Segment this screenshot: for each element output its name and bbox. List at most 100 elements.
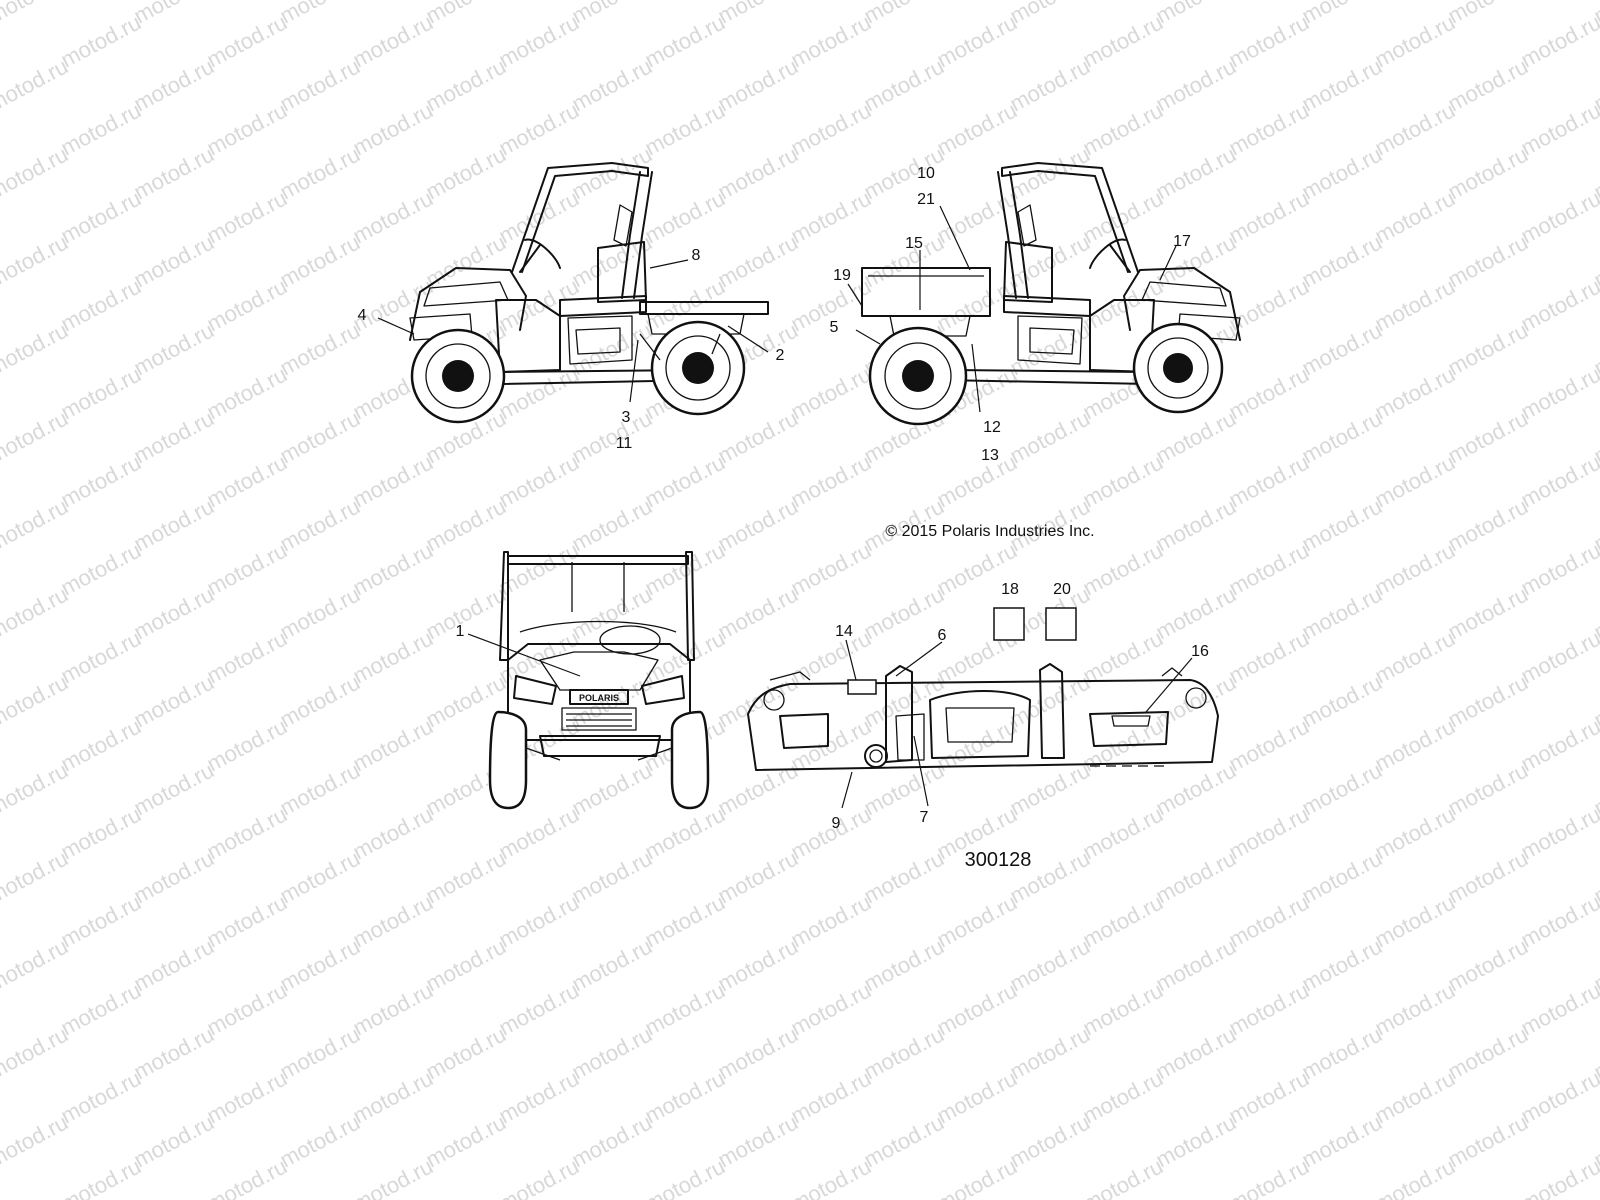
watermark-text: motod.ru <box>1298 1110 1386 1173</box>
callout-15: 15 <box>905 235 923 252</box>
watermark-text: motod.ru <box>714 142 802 205</box>
watermark-text: motod.ru <box>1371 362 1459 425</box>
watermark-text: motod.ru <box>1152 846 1240 909</box>
watermark-text: motod.ru <box>1371 538 1459 601</box>
watermark-text: motod.ru <box>1152 1110 1240 1173</box>
watermark-text: motod.ru <box>1517 1066 1600 1129</box>
watermark-text: motod.ru <box>787 1066 875 1129</box>
watermark-text: motod.ru <box>0 406 72 469</box>
callout-16: 16 <box>1191 643 1209 660</box>
vehicle-front-view: POLARIS <box>488 551 710 810</box>
watermark-text: motod.ru <box>641 10 729 73</box>
watermark-text: motod.ru <box>1517 538 1600 601</box>
watermark-text: motod.ru <box>1225 1066 1313 1129</box>
watermark-text: motod.ru <box>349 626 437 689</box>
watermark-text: motod.ru <box>130 142 218 205</box>
watermark-text: motod.ru <box>1152 142 1240 205</box>
watermark-text: motod.ru <box>641 802 729 865</box>
watermark-text: motod.ru <box>1517 1154 1600 1200</box>
callout-19: 19 <box>833 267 851 284</box>
watermark-text: motod.ru <box>1371 714 1459 777</box>
watermark-text: motod.ru <box>787 626 875 689</box>
watermark-text: motod.ru <box>57 626 145 689</box>
watermark-text: motod.ru <box>203 98 291 161</box>
watermark-text: motod.ru <box>714 934 802 997</box>
watermark-text: motod.ru <box>714 582 802 645</box>
watermark-text: motod.ru <box>568 230 656 293</box>
watermark-text: motod.ru <box>1152 0 1240 28</box>
watermark-text: motod.ru <box>57 362 145 425</box>
watermark-text: motod.ru <box>568 54 656 117</box>
watermark-text: motod.ru <box>787 98 875 161</box>
watermark-text: motod.ru <box>1298 230 1386 293</box>
callout-4: 4 <box>358 307 367 324</box>
watermark-text: motod.ru <box>0 1022 72 1085</box>
watermark-text: motod.ru <box>787 978 875 1041</box>
watermark-text: motod.ru <box>349 978 437 1041</box>
watermark-text: motod.ru <box>276 1022 364 1085</box>
watermark-text: motod.ru <box>130 846 218 909</box>
watermark-text: motod.ru <box>203 714 291 777</box>
watermark-text: motod.ru <box>203 538 291 601</box>
watermark-text: motod.ru <box>0 54 72 117</box>
watermark-text: motod.ru <box>714 494 802 557</box>
watermark-text: motod.ru <box>130 230 218 293</box>
watermark-text: motod.ru <box>860 230 948 293</box>
callout-9: 9 <box>832 815 841 832</box>
watermark-text: motod.ru <box>57 890 145 953</box>
watermark-text: motod.ru <box>1444 406 1532 469</box>
watermark-text: motod.ru <box>495 978 583 1041</box>
watermark-text: motod.ru <box>1298 142 1386 205</box>
watermark-text: motod.ru <box>1079 538 1167 601</box>
watermark-text: motod.ru <box>1444 1110 1532 1173</box>
watermark-text: motod.ru <box>57 10 145 73</box>
watermark-text: motod.ru <box>1152 54 1240 117</box>
watermark-text: motod.ru <box>1079 802 1167 865</box>
watermark-text: motod.ru <box>422 0 510 28</box>
watermark-text: motod.ru <box>1006 670 1094 733</box>
callout-3: 3 <box>622 409 631 426</box>
watermark-text: motod.ru <box>349 890 437 953</box>
callout-11: 11 <box>616 435 633 452</box>
watermark-text: motod.ru <box>860 1110 948 1173</box>
watermark-text: motod.ru <box>1225 186 1313 249</box>
leader-lines <box>377 205 1193 809</box>
watermark-text: motod.ru <box>349 186 437 249</box>
watermark-text: motod.ru <box>276 670 364 733</box>
watermark-text: motod.ru <box>0 142 72 205</box>
watermark-text: motod.ru <box>1079 1154 1167 1200</box>
watermark-text: motod.ru <box>0 494 72 557</box>
watermark-text: motod.ru <box>422 1022 510 1085</box>
watermark-text: motod.ru <box>130 0 218 28</box>
watermark-text: motod.ru <box>130 406 218 469</box>
watermark-text: motod.ru <box>0 1110 72 1173</box>
watermark-text: motod.ru <box>1590 0 1600 28</box>
watermark-text: motod.ru <box>1371 1154 1459 1200</box>
watermark-text: motod.ru <box>57 1066 145 1129</box>
watermark-text: motod.ru <box>1079 890 1167 953</box>
callout-2: 2 <box>776 347 785 364</box>
callout-14: 14 <box>835 623 853 640</box>
watermark-text: motod.ru <box>1444 142 1532 205</box>
watermark-text: motod.ru <box>422 934 510 997</box>
watermark-text: motod.ru <box>1371 978 1459 1041</box>
watermark-text: motod.ru <box>1006 758 1094 821</box>
watermark-text: motod.ru <box>203 626 291 689</box>
watermark-text: motod.ru <box>714 846 802 909</box>
watermark-text: motod.ru <box>1371 1066 1459 1129</box>
watermark-text: motod.ru <box>714 1022 802 1085</box>
watermark-text: motod.ru <box>1298 934 1386 997</box>
watermark-text: motod.ru <box>57 186 145 249</box>
watermark-text: motod.ru <box>1298 846 1386 909</box>
watermark-text: motod.ru <box>568 494 656 557</box>
callout-20: 20 <box>1053 581 1071 598</box>
watermark-text: motod.ru <box>276 582 364 645</box>
watermark-text: motod.ru <box>641 1066 729 1129</box>
watermark-text: motod.ru <box>130 934 218 997</box>
watermark-text: motod.ru <box>1444 54 1532 117</box>
watermark-text: motod.ru <box>0 318 72 381</box>
watermark-text: motod.ru <box>860 582 948 645</box>
watermark-text: motod.ru <box>860 1022 948 1085</box>
watermark-text: motod.ru <box>1225 978 1313 1041</box>
watermark-text: motod.ru <box>714 1110 802 1173</box>
